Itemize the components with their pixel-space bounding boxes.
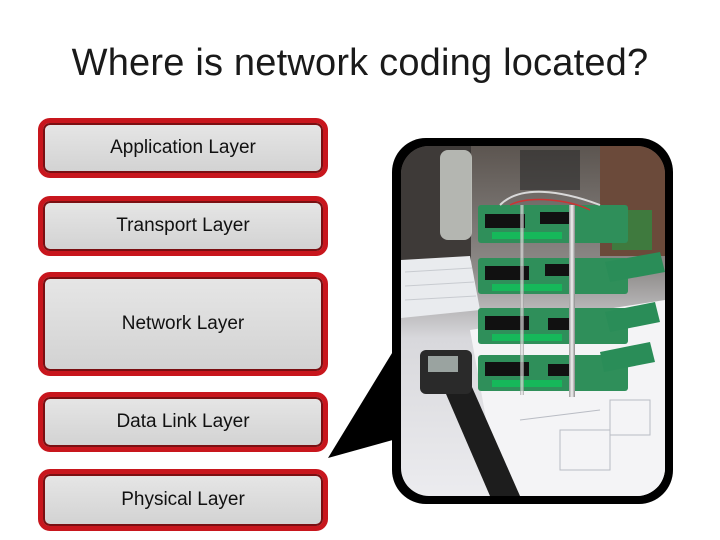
network-layer-label: Network Layer xyxy=(121,313,245,334)
data-link-layer-box: Data Link Layer xyxy=(38,392,328,452)
slide-title: Where is network coding located? xyxy=(71,42,649,84)
transport-layer-label: Transport Layer xyxy=(116,215,250,236)
application-layer-label: Application Layer xyxy=(110,137,256,158)
physical-layer-label: Physical Layer xyxy=(121,489,245,510)
application-layer-box: Application Layer xyxy=(38,118,328,178)
data-link-layer-label: Data Link Layer xyxy=(116,411,250,432)
transport-layer-box: Transport Layer xyxy=(38,196,328,256)
photo-icon xyxy=(401,146,665,496)
physical-layer-box: Physical Layer xyxy=(38,469,328,531)
callout-tail xyxy=(328,340,400,458)
network-layer-box: Network Layer xyxy=(38,272,328,376)
